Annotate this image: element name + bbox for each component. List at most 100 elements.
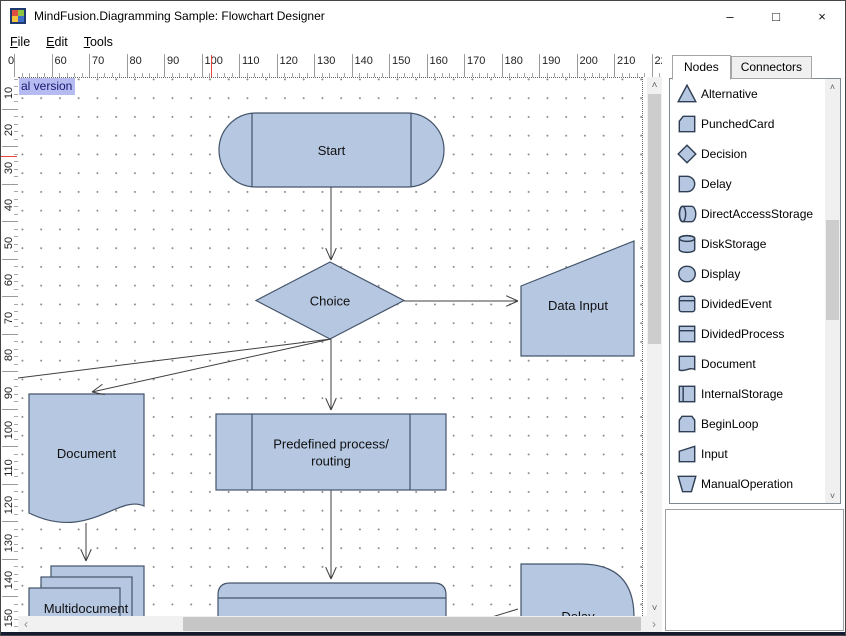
node-type-label: DirectAccessStorage bbox=[701, 207, 814, 221]
node-type-label: PunchedCard bbox=[701, 117, 775, 131]
scroll-right-icon[interactable]: › bbox=[652, 617, 656, 631]
list-item-punchedcard[interactable]: PunchedCard bbox=[670, 109, 840, 139]
divided-event-icon bbox=[676, 293, 698, 315]
connector[interactable] bbox=[325, 490, 337, 580]
begin-loop-icon bbox=[676, 413, 698, 435]
tab-connectors[interactable]: Connectors bbox=[730, 56, 813, 79]
svg-text:Choice: Choice bbox=[310, 294, 350, 309]
diagram-bounds-top bbox=[18, 77, 642, 78]
node-type-label: Delay bbox=[701, 177, 732, 191]
list-item-dividedevent[interactable]: DividedEvent bbox=[670, 289, 840, 319]
menu-item-file[interactable]: File bbox=[10, 35, 31, 49]
punched-card-icon bbox=[676, 113, 698, 135]
connector[interactable] bbox=[325, 187, 337, 261]
list-item-manualoperation[interactable]: ManualOperation bbox=[670, 469, 840, 499]
input-icon bbox=[676, 443, 698, 465]
list-item-display[interactable]: Display bbox=[670, 259, 840, 289]
node-choice[interactable]: Choice bbox=[254, 261, 406, 340]
display-icon bbox=[676, 263, 698, 285]
node-type-label: Display bbox=[701, 267, 741, 281]
node-data-input[interactable]: Data Input bbox=[520, 240, 635, 357]
horizontal-scroll-thumb[interactable] bbox=[183, 617, 641, 631]
panel-tabs: Nodes Connectors bbox=[672, 55, 813, 80]
maximize-button[interactable]: □ bbox=[772, 8, 780, 24]
close-button[interactable]: × bbox=[818, 8, 826, 24]
node-type-label: Input bbox=[701, 447, 728, 461]
lower-panel bbox=[665, 509, 844, 631]
svg-text:Document: Document bbox=[57, 446, 117, 461]
internal-storage-icon bbox=[676, 383, 698, 405]
scroll-down-icon[interactable]: ˅ bbox=[651, 602, 658, 614]
canvas-vertical-scrollbar[interactable]: ˄ ˅ bbox=[647, 77, 662, 616]
node-type-label: BeginLoop bbox=[701, 417, 759, 431]
title-bar: MindFusion.Diagramming Sample: Flowchart… bbox=[1, 1, 845, 31]
list-item-delay[interactable]: Delay bbox=[670, 169, 840, 199]
node-type-label: ManualOperation bbox=[701, 477, 794, 491]
list-item-alternative[interactable]: Alternative bbox=[670, 79, 840, 109]
menu-bar: File Edit Tools bbox=[1, 31, 845, 53]
node-type-label: InternalStorage bbox=[701, 387, 784, 401]
node-list-scrollbar[interactable]: ˄ ˅ bbox=[825, 79, 840, 503]
list-item-internalstorage[interactable]: InternalStorage bbox=[670, 379, 840, 409]
list-item-diskstorage[interactable]: DiskStorage bbox=[670, 229, 840, 259]
node-type-label: DividedEvent bbox=[701, 297, 772, 311]
scroll-left-icon[interactable]: ‹ bbox=[24, 617, 28, 631]
document-icon bbox=[676, 353, 698, 375]
node-document[interactable]: Document bbox=[28, 393, 145, 524]
canvas-horizontal-scrollbar[interactable]: ‹ › bbox=[18, 616, 662, 632]
node-delay[interactable]: Delay bbox=[520, 563, 635, 616]
connector[interactable] bbox=[91, 338, 332, 396]
list-item-directaccessstorage[interactable]: DirectAccessStorage bbox=[670, 199, 840, 229]
disk-storage-icon bbox=[676, 233, 698, 255]
list-item-beginloop[interactable]: BeginLoop bbox=[670, 409, 840, 439]
scroll-down-icon[interactable]: ˅ bbox=[829, 490, 836, 501]
manual-operation-icon bbox=[676, 473, 698, 495]
node-predefined-process[interactable]: Predefined process/routing bbox=[215, 413, 447, 491]
connector[interactable] bbox=[479, 608, 519, 616]
node-multidocument[interactable]: Multidocument bbox=[28, 565, 145, 616]
app-icon bbox=[10, 8, 26, 24]
trial-watermark: al version bbox=[19, 78, 76, 95]
list-item-document[interactable]: Document bbox=[670, 349, 840, 379]
svg-text:Delay: Delay bbox=[561, 609, 595, 616]
diagram-bounds-right bbox=[642, 77, 643, 616]
decision-icon bbox=[676, 143, 698, 165]
divided-process-icon bbox=[676, 323, 698, 345]
svg-text:Start: Start bbox=[318, 143, 346, 158]
node-start[interactable]: Start bbox=[218, 112, 445, 188]
menu-item-tools[interactable]: Tools bbox=[83, 35, 113, 49]
connector[interactable] bbox=[404, 295, 519, 307]
alternative-icon bbox=[676, 83, 698, 105]
node-type-label: DiskStorage bbox=[701, 237, 767, 251]
list-item-dividedprocess[interactable]: DividedProcess bbox=[670, 319, 840, 349]
scroll-up-icon[interactable]: ˄ bbox=[651, 79, 658, 91]
window-title: MindFusion.Diagramming Sample: Flowchart… bbox=[34, 9, 325, 23]
list-item-input[interactable]: Input bbox=[670, 439, 840, 469]
vertical-scroll-thumb[interactable] bbox=[648, 94, 661, 344]
connector[interactable] bbox=[325, 339, 337, 411]
connector[interactable] bbox=[80, 523, 92, 562]
tab-nodes[interactable]: Nodes bbox=[672, 55, 731, 80]
menu-item-edit[interactable]: Edit bbox=[46, 35, 68, 49]
node-type-label: Document bbox=[701, 357, 756, 371]
direct-access-storage-icon bbox=[676, 203, 698, 225]
svg-text:routing: routing bbox=[311, 454, 351, 469]
svg-text:Multidocument: Multidocument bbox=[44, 601, 129, 616]
window-bottom-edge bbox=[1, 632, 845, 635]
svg-text:Predefined process/: Predefined process/ bbox=[273, 437, 389, 452]
minimize-button[interactable]: – bbox=[726, 8, 734, 24]
node-divided-event[interactable] bbox=[217, 582, 447, 616]
node-type-label: DividedProcess bbox=[701, 327, 785, 341]
list-scroll-thumb[interactable] bbox=[826, 220, 839, 320]
list-item-decision[interactable]: Decision bbox=[670, 139, 840, 169]
connector[interactable] bbox=[18, 338, 332, 379]
scroll-up-icon[interactable]: ˄ bbox=[829, 81, 836, 92]
node-type-label: Alternative bbox=[701, 87, 758, 101]
